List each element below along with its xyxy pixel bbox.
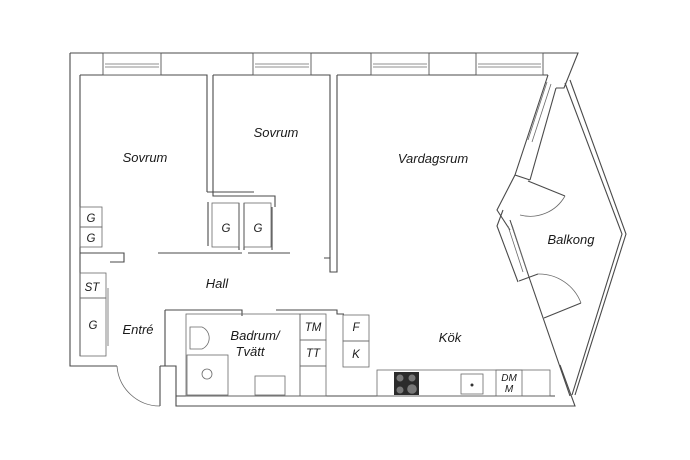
fixture-label-wardrobe: G [254, 223, 263, 235]
labels: Sovrum Sovrum Vardagsrum Balkong Hall En… [85, 125, 596, 395]
balcony-outline [564, 79, 627, 396]
outer-walls [69, 52, 579, 407]
wardrobe [211, 202, 240, 248]
fixture-label-wardrobe: G [222, 223, 231, 235]
room-label-balcony: Balkong [548, 232, 596, 247]
fixture-label-storage: ST [85, 282, 101, 294]
room-label-hall: Hall [206, 276, 230, 291]
wardrobe [79, 297, 107, 357]
fixture-label-freezer: F [352, 322, 360, 334]
fixture-label-wardrobe: G [87, 233, 96, 245]
fixture-label-wardrobe: G [89, 320, 98, 332]
fixture-label-dishwasher: DM [501, 373, 517, 384]
fixture-label-washing-machine: TM [305, 322, 322, 334]
toilet-icon [189, 326, 210, 350]
windows [102, 52, 544, 76]
fixture-label-tumble-dryer: TT [306, 348, 321, 360]
room-label-living-room: Vardagsrum [398, 151, 468, 166]
shower [186, 354, 229, 396]
shower-head-icon [201, 368, 213, 380]
room-label-bathroom: Badrum/ [230, 328, 281, 343]
sink-icon [254, 375, 286, 396]
fixture-label-wardrobe: G [87, 213, 96, 225]
room-label-kitchen: Kök [439, 330, 463, 345]
room-label-entrance: Entré [122, 322, 153, 337]
wardrobe [79, 226, 103, 248]
fixture-label-dishwasher: M [505, 384, 514, 395]
room-label-bedroom-1: Sovrum [123, 150, 168, 165]
fridge [342, 340, 370, 368]
fixture-label-fridge: K [352, 349, 361, 361]
room-label-laundry: Tvätt [236, 344, 266, 359]
room-label-bedroom-2: Sovrum [254, 125, 299, 140]
balcony-wall [496, 74, 582, 397]
kitchen-counter [376, 369, 551, 397]
fixtures [79, 202, 551, 397]
kitchen-sink-icon [460, 373, 484, 395]
dishwasher [495, 369, 523, 397]
wardrobe [243, 202, 272, 248]
